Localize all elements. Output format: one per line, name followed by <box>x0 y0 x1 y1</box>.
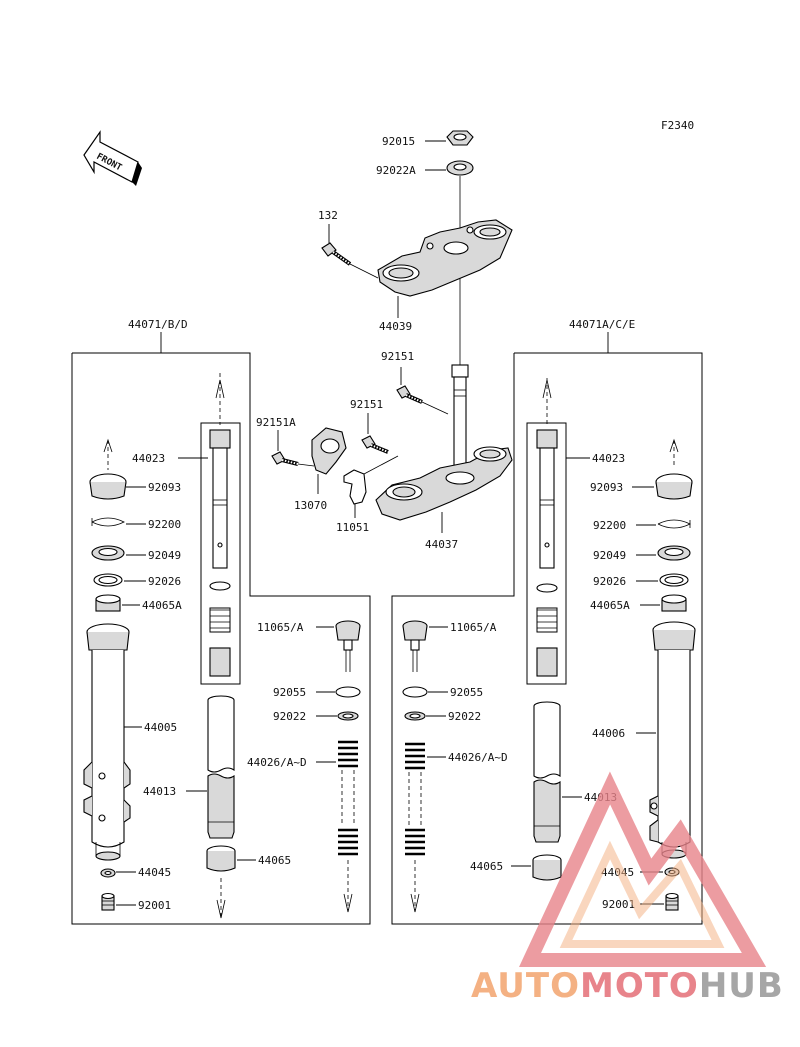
watermark-text: AUTOMOTOHUB <box>471 966 784 1006</box>
part-44065-bushing-left <box>206 845 236 872</box>
label-44026-right: 44026/A~D <box>448 751 508 764</box>
left-kit-frame <box>200 422 241 685</box>
part-44065-bushing-right <box>532 854 562 881</box>
part-92026-washer-right <box>659 573 689 587</box>
watermark-part2: MOTO <box>580 966 699 1006</box>
part-11065-cap-left <box>335 620 361 672</box>
part-92093-dust-seal-left <box>89 438 127 500</box>
right-group-frame <box>391 352 703 925</box>
figure-code: F2340 <box>661 119 694 132</box>
part-92001-bolt-right <box>665 892 679 911</box>
part-44023-damper-rod-right <box>536 429 558 677</box>
part-92022-washer-left <box>337 711 359 721</box>
label-92022-left: 92022 <box>273 710 306 723</box>
label-132: 132 <box>318 209 338 222</box>
part-92026-washer-left <box>93 573 123 587</box>
part-44065A-bushing-right <box>661 594 687 612</box>
label-13070: 13070 <box>294 499 327 512</box>
label-92049-right: 92049 <box>593 549 626 562</box>
label-92015: 92015 <box>382 135 415 148</box>
part-44026-spring-right <box>405 742 425 913</box>
part-44026-spring-left <box>338 740 358 913</box>
part-92055-oring-right <box>402 686 428 698</box>
part-44023-damper-rod-left <box>209 429 231 677</box>
part-44013-inner-tube-left <box>207 695 235 839</box>
left-group-frame <box>71 352 371 925</box>
label-92093-left: 92093 <box>148 481 181 494</box>
label-92022-right: 92022 <box>448 710 481 723</box>
label-92055-left: 92055 <box>273 686 306 699</box>
label-92151A: 92151A <box>256 416 296 429</box>
part-132-bolt <box>321 242 379 279</box>
part-44006-outer-tube-right <box>649 621 696 859</box>
label-11065-left: 11065/A <box>257 621 304 634</box>
part-92151-bolt-top <box>396 385 449 415</box>
part-13070-clamp <box>311 427 347 475</box>
automotohub-logo <box>519 771 767 967</box>
label-92151-top: 92151 <box>381 350 414 363</box>
label-92049-left: 92049 <box>148 549 181 562</box>
label-92093-right: 92093 <box>590 481 623 494</box>
part-44039-upper-bracket <box>377 219 513 297</box>
label-44045-left: 44045 <box>138 866 171 879</box>
label-group-right: 44071A/C/E <box>569 318 635 331</box>
label-44065A-right: 44065A <box>590 599 630 612</box>
part-92049-oil-seal-left <box>91 545 125 561</box>
label-44065-right: 44065 <box>470 860 503 873</box>
part-92093-dust-seal-right <box>655 438 693 500</box>
part-92001-bolt-left <box>101 892 115 911</box>
label-92200-right: 92200 <box>593 519 626 532</box>
part-44037-steering-stem <box>375 364 513 521</box>
label-92022A: 92022A <box>376 164 416 177</box>
front-arrow-icon: FRONT <box>83 130 142 186</box>
label-44005: 44005 <box>144 721 177 734</box>
label-92026-right: 92026 <box>593 575 626 588</box>
label-92151-mid: 92151 <box>350 398 383 411</box>
part-44065A-bushing-left <box>95 594 121 612</box>
part-92022A-washer <box>446 160 474 176</box>
part-11065-cap-right <box>402 620 428 672</box>
part-92151A-bolt <box>271 451 315 467</box>
label-44039: 44039 <box>379 320 412 333</box>
watermark-part1: AUTO <box>471 966 580 1006</box>
label-92200-left: 92200 <box>148 518 181 531</box>
part-44005-outer-tube-left <box>83 623 131 861</box>
label-44013-left: 44013 <box>143 785 176 798</box>
label-11051: 11051 <box>336 521 369 534</box>
label-11065-right: 11065/A <box>450 621 497 634</box>
label-92055-right: 92055 <box>450 686 483 699</box>
label-92026-left: 92026 <box>148 575 181 588</box>
part-92049-oil-seal-right <box>657 545 691 561</box>
part-92200-clip-right <box>657 519 691 529</box>
label-44006: 44006 <box>592 727 625 740</box>
label-44037: 44037 <box>425 538 458 551</box>
right-kit-frame <box>526 422 567 685</box>
label-group-left: 44071/B/D <box>128 318 188 331</box>
label-44026-left: 44026/A~D <box>247 756 307 769</box>
label-92001-right: 92001 <box>602 898 635 911</box>
part-92055-oring-left <box>335 686 361 698</box>
part-92022-washer-right <box>404 711 426 721</box>
label-44023-right: 44023 <box>592 452 625 465</box>
part-92151-bolt-mid <box>361 435 389 454</box>
label-92001-left: 92001 <box>138 899 171 912</box>
watermark-part3: HUB <box>699 966 784 1006</box>
label-44065-left: 44065 <box>258 854 291 867</box>
part-44013-inner-tube-right <box>533 701 561 843</box>
part-11051-bracket <box>343 455 399 505</box>
label-44023-left: 44023 <box>132 452 165 465</box>
part-92015-nut <box>446 130 474 146</box>
label-44065A-left: 44065A <box>142 599 182 612</box>
part-92200-clip-left <box>91 517 125 527</box>
part-44045-washer-left <box>100 868 116 878</box>
